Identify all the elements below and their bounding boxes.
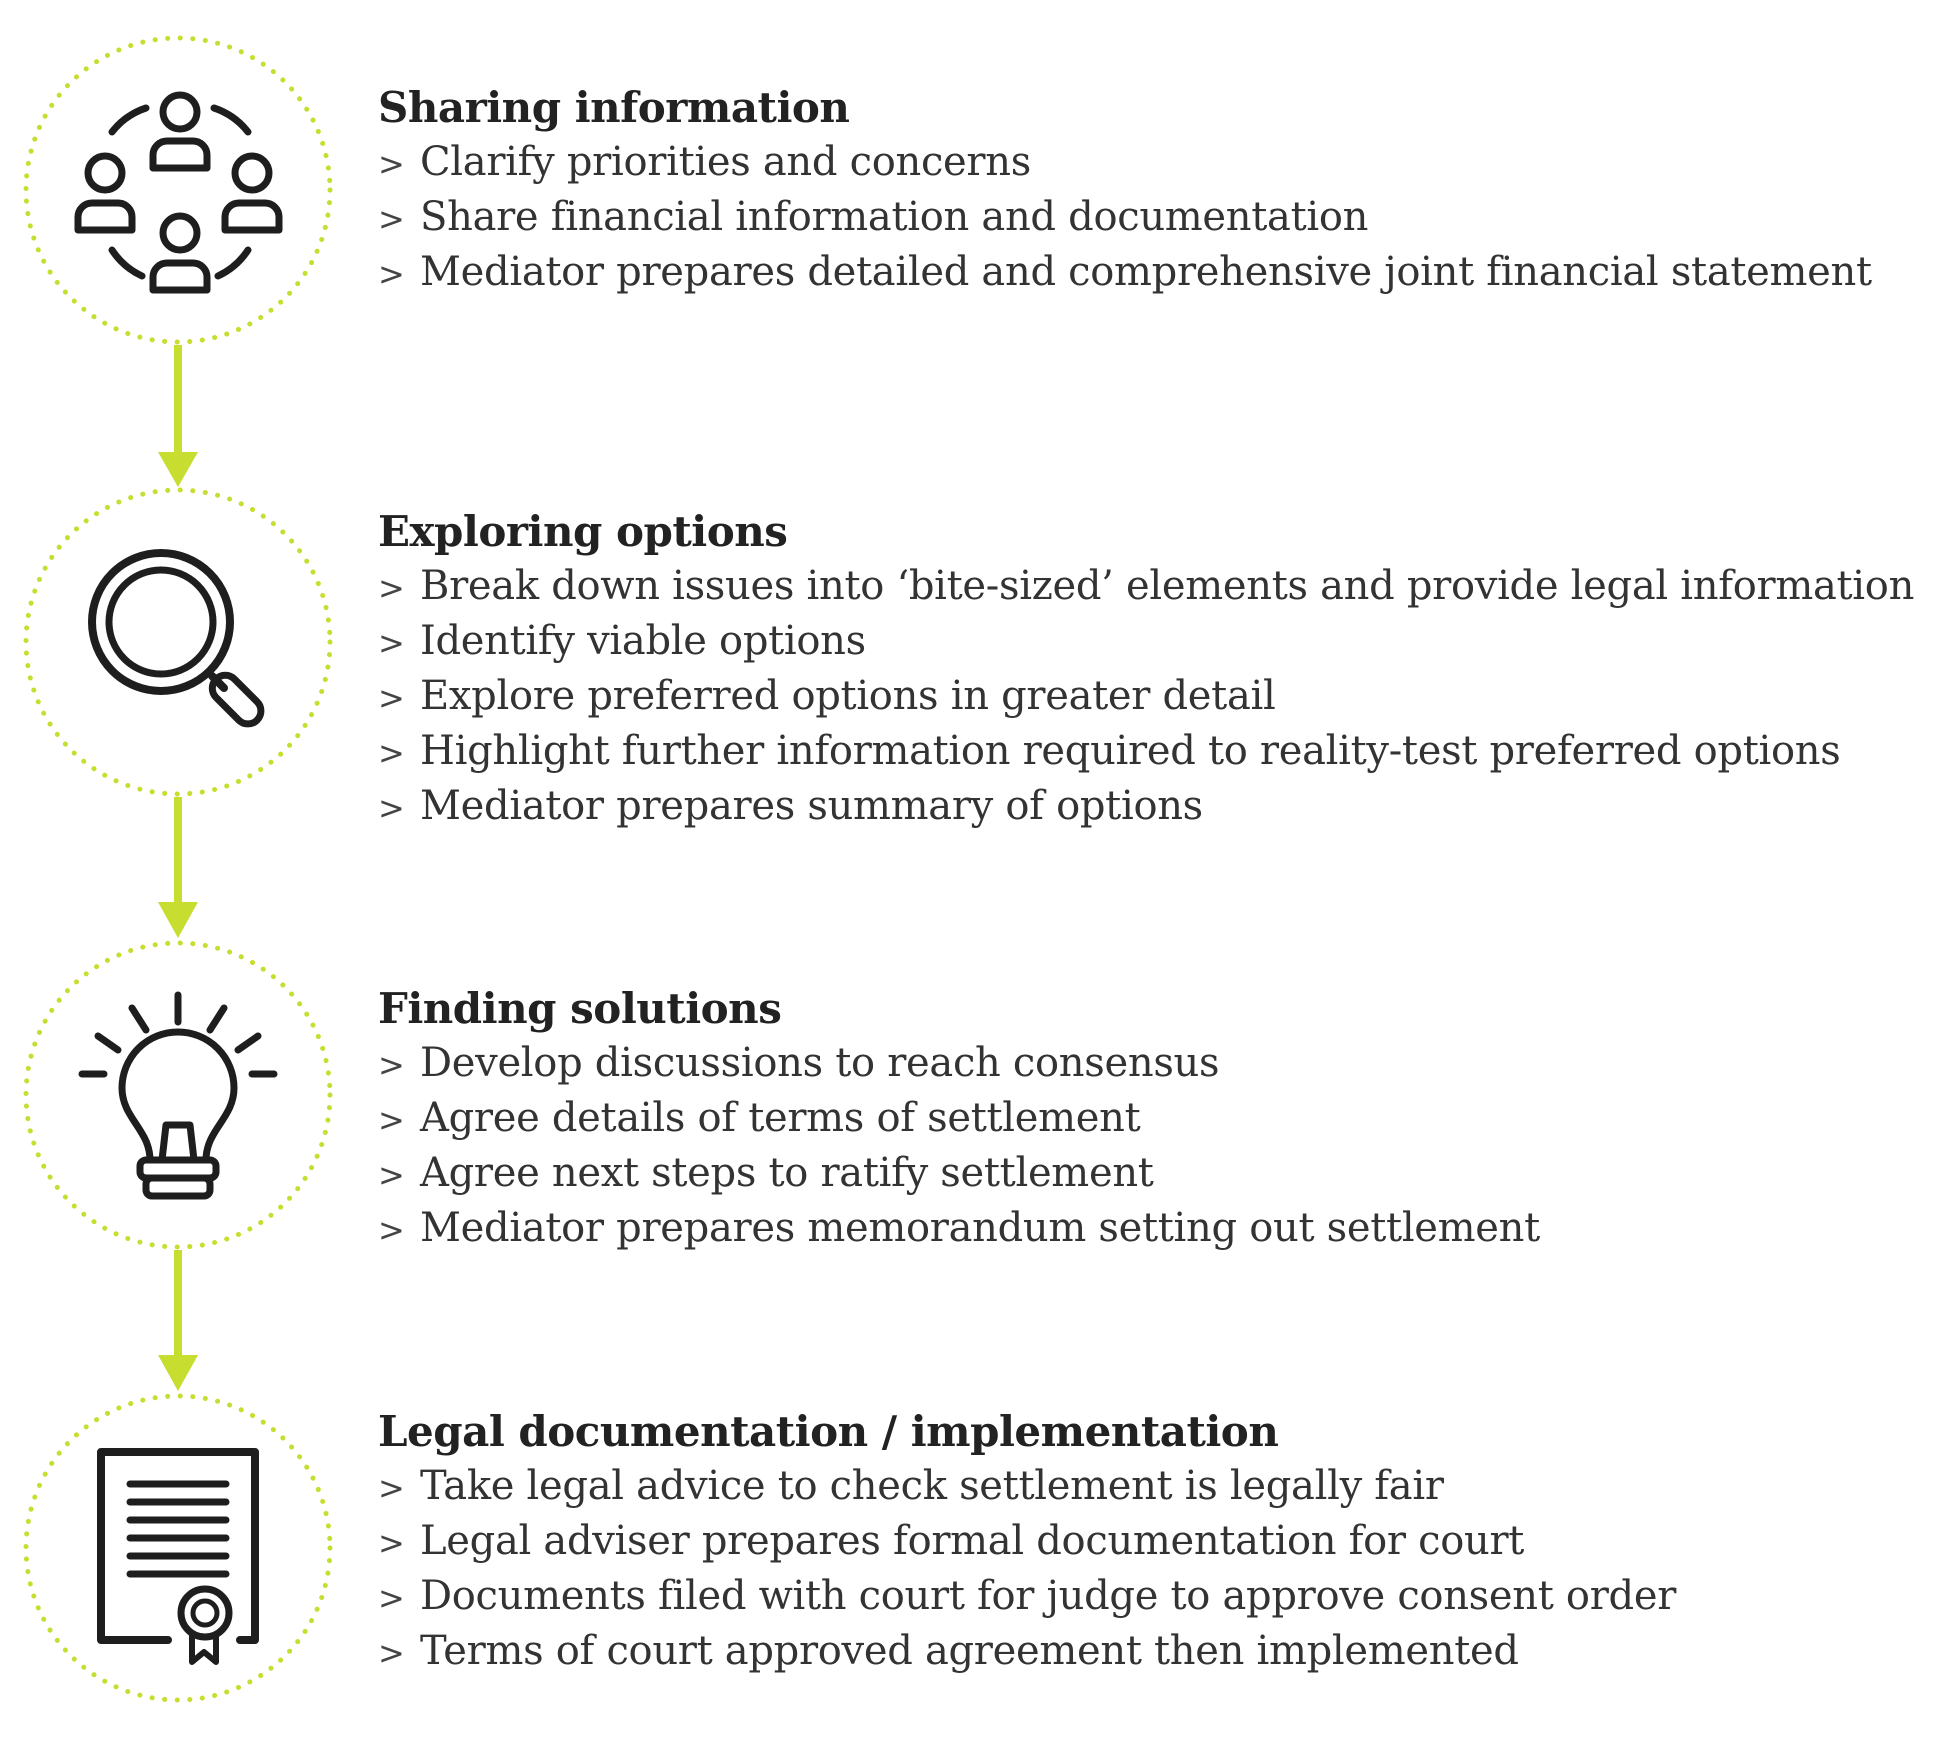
magnifying-glass-icon: [88, 549, 265, 728]
step-title: Sharing information: [378, 83, 850, 132]
list-item: >Documents filed with court for judge to…: [378, 1570, 1676, 1625]
bullet-marker: >: [378, 789, 405, 827]
bullet-marker: >: [378, 1634, 405, 1672]
list-item: >Terms of court approved agreement then …: [378, 1625, 1676, 1680]
certificate-document-icon: [97, 1448, 259, 1665]
step-legal-documentation: Legal documentation / implementation >Ta…: [378, 1404, 1676, 1680]
bullet-marker: >: [378, 255, 405, 293]
step-finding-solutions: Finding solutions >Develop discussions t…: [378, 981, 1540, 1257]
list-item: >Agree next steps to ratify settlement: [378, 1147, 1540, 1202]
step-title: Legal documentation / implementation: [378, 1407, 1279, 1456]
list-item: >Clarify priorities and concerns: [378, 136, 1872, 191]
bullet-marker: >: [378, 145, 405, 183]
bullet-marker: >: [378, 734, 405, 772]
list-item: >Mediator prepares memorandum setting ou…: [378, 1202, 1540, 1257]
bullet-marker: >: [378, 1156, 405, 1194]
bullet-marker: >: [378, 1101, 405, 1139]
list-item: >Legal adviser prepares formal documenta…: [378, 1515, 1676, 1570]
bullet-marker: >: [378, 1046, 405, 1084]
connector-arrow-2: [158, 797, 198, 938]
step-circle-1: [23, 35, 333, 345]
list-item: >Break down issues into ‘bite-sized’ ele…: [378, 560, 1914, 615]
connector-arrow-1: [158, 345, 198, 487]
light-bulb-icon: [78, 991, 278, 1200]
step-circle-4: [23, 1393, 333, 1703]
bullet-marker: >: [378, 624, 405, 662]
list-item: >Mediator prepares detailed and comprehe…: [378, 246, 1872, 301]
bullet-marker: >: [378, 1469, 405, 1507]
list-item: >Explore preferred options in greater de…: [378, 670, 1914, 725]
list-item: >Mediator prepares summary of options: [378, 780, 1914, 835]
bullet-marker: >: [378, 1524, 405, 1562]
bullet-marker: >: [378, 200, 405, 238]
step-circle-3: [23, 940, 333, 1250]
step-title: Finding solutions: [378, 984, 782, 1033]
list-item: >Agree details of terms of settlement: [378, 1092, 1540, 1147]
step-sharing-information: Sharing information >Clarify priorities …: [378, 80, 1872, 301]
bullet-marker: >: [378, 569, 405, 607]
bullet-marker: >: [378, 1579, 405, 1617]
bullet-marker: >: [378, 1211, 405, 1249]
list-item: >Take legal advice to check settlement i…: [378, 1460, 1676, 1515]
list-item: >Develop discussions to reach consensus: [378, 1037, 1540, 1092]
bullet-marker: >: [378, 679, 405, 717]
list-item: >Share financial information and documen…: [378, 191, 1872, 246]
connector-arrow-3: [158, 1250, 198, 1391]
step-exploring-options: Exploring options >Break down issues int…: [378, 504, 1914, 835]
list-item: >Identify viable options: [378, 615, 1914, 670]
step-title: Exploring options: [378, 507, 788, 556]
list-item: >Highlight further information required …: [378, 725, 1914, 780]
step-circle-2: [23, 487, 333, 797]
group-of-people-icon: [74, 91, 283, 294]
